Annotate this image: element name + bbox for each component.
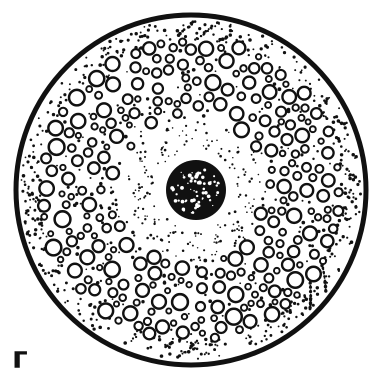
nucleus-icon bbox=[166, 160, 226, 220]
panel-label: г bbox=[12, 344, 28, 374]
